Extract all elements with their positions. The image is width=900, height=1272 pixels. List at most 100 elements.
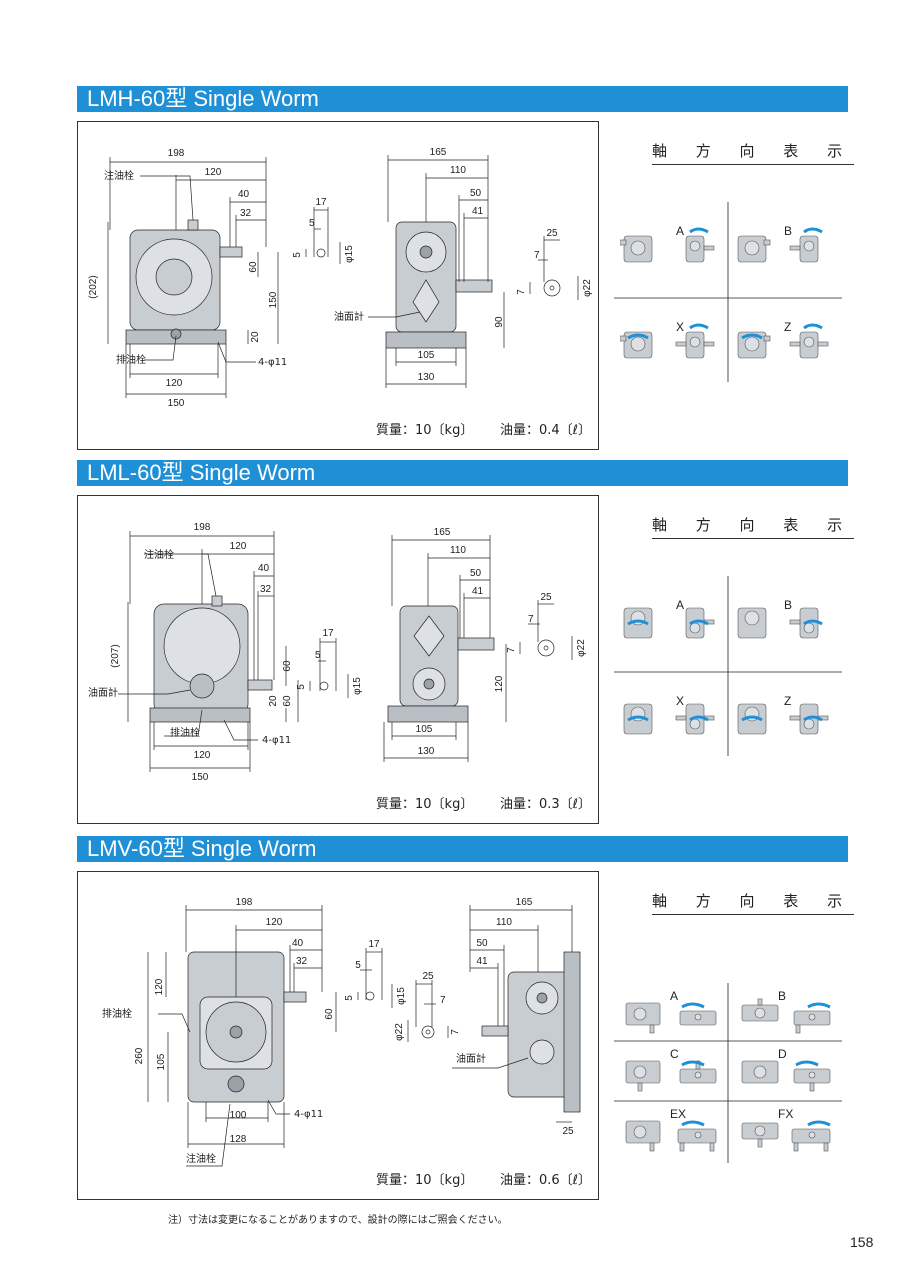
drawing-frame-lmv: 198 120 40 32 120 260 105 60 100 128 17 … xyxy=(77,871,599,1200)
dim-7a: 7 xyxy=(534,250,540,261)
axis-cell-a: A xyxy=(620,598,724,648)
page-number: 158 xyxy=(850,1234,874,1250)
label-drain-plug: 排油栓 xyxy=(170,726,200,739)
axis-cell-fx: FX xyxy=(734,1107,838,1153)
dim-120: 120 xyxy=(205,167,222,178)
axis-cell-z: Z xyxy=(734,694,838,744)
label-holes: 4-φ11 xyxy=(262,735,291,746)
dim-120v: 120 xyxy=(154,978,165,995)
dim-150h: 150 xyxy=(192,772,209,783)
axis-grid-lmh: A B X Z xyxy=(614,202,842,382)
dim-165: 165 xyxy=(430,147,447,158)
dim-5b: 5 xyxy=(296,684,307,690)
axis-cell-x: X xyxy=(620,694,724,744)
dim-165: 165 xyxy=(516,897,533,908)
dim-phi22: φ22 xyxy=(582,279,593,297)
section-title-lmv: LMV-60型 Single Worm xyxy=(77,836,848,862)
mass-label: 質量：10〔kg〕 xyxy=(376,423,474,438)
axis-b-icon xyxy=(741,998,831,1034)
dim-100: 100 xyxy=(230,1110,247,1121)
dim-25: 25 xyxy=(546,228,558,239)
dim-7b: 7 xyxy=(450,1029,461,1035)
dim-41: 41 xyxy=(472,206,484,217)
axis-a-icon xyxy=(625,1002,717,1034)
section-title-lmh: LMH-60型 Single Worm xyxy=(77,86,848,112)
axis-cell-a: A xyxy=(619,224,724,274)
dim-17: 17 xyxy=(322,628,334,639)
dim-5b: 5 xyxy=(292,252,303,258)
dim-32: 32 xyxy=(296,956,308,967)
dim-105v: 105 xyxy=(156,1053,167,1070)
drawing-lmv: 198 120 40 32 120 260 105 60 100 128 17 … xyxy=(102,897,581,1167)
axis-grid-lines-lmh xyxy=(614,202,842,382)
dim-120: 120 xyxy=(266,917,283,928)
dim-105: 105 xyxy=(416,724,433,735)
dim-7a: 7 xyxy=(528,614,534,625)
label-fill-plug: 注油栓 xyxy=(186,1152,216,1165)
label-oil-gauge: 油面計 xyxy=(334,310,364,323)
axis-cell-b: B xyxy=(734,989,838,1035)
dim-198: 198 xyxy=(194,522,211,533)
label-holes: 4-φ11 xyxy=(294,1109,323,1120)
axis-label-ex: EX xyxy=(670,1107,687,1121)
axis-label-fx: FX xyxy=(778,1107,794,1121)
axis-cell-ex: EX xyxy=(620,1107,724,1153)
dim-120b: 120 xyxy=(166,378,183,389)
drawing-frame-lml: 198 120 40 32 (207) 60 20 60 120 150 17 … xyxy=(77,495,599,824)
drawing-lmh: 198 120 40 32 (202) 60 150 20 120 150 17… xyxy=(88,147,593,409)
axis-grid-lines-lml xyxy=(614,576,842,756)
dim-202: (202) xyxy=(88,275,99,298)
dim-150v: 150 xyxy=(268,291,279,308)
dim-7b: 7 xyxy=(516,289,527,295)
dim-20: 20 xyxy=(268,695,279,707)
dim-60: 60 xyxy=(324,1008,335,1020)
oil-label: 油量：0.4〔ℓ〕 xyxy=(500,423,592,438)
dim-41: 41 xyxy=(472,586,484,597)
dim-5a: 5 xyxy=(355,960,361,971)
mass-label: 質量：10〔kg〕 xyxy=(376,1173,474,1188)
axis-fx-icon xyxy=(741,1120,831,1152)
dim-50: 50 xyxy=(470,568,482,579)
axis-grid-lines-lmv xyxy=(614,983,842,1163)
dim-25a: 25 xyxy=(422,971,434,982)
dim-130: 130 xyxy=(418,372,435,383)
dim-260: 260 xyxy=(134,1047,145,1064)
axis-x-icon xyxy=(623,703,715,735)
dim-110: 110 xyxy=(450,545,466,556)
axis-cell-a: A xyxy=(620,989,724,1035)
axis-cell-b: B xyxy=(734,224,838,274)
mass-label: 質量：10〔kg〕 xyxy=(376,797,474,812)
dim-120: 120 xyxy=(230,541,247,552)
label-fill-plug: 注油栓 xyxy=(104,169,134,182)
axis-cell-z: Z xyxy=(734,320,838,370)
axis-title-lmv: 軸 方 向 表 示 xyxy=(652,890,855,915)
label-holes: 4-φ11 xyxy=(258,357,287,368)
axis-label-b: B xyxy=(784,224,793,238)
dim-130: 130 xyxy=(418,746,435,757)
dim-32: 32 xyxy=(240,208,252,219)
dim-phi22: φ22 xyxy=(394,1023,405,1041)
axis-label-b: B xyxy=(778,989,787,1003)
dim-20: 20 xyxy=(250,331,261,343)
axis-c-icon xyxy=(625,1060,717,1092)
dim-7a: 7 xyxy=(440,995,446,1006)
axis-label-a: A xyxy=(676,224,685,238)
dim-120v: 120 xyxy=(494,675,505,692)
dim-phi22: φ22 xyxy=(576,639,587,657)
axis-label-a: A xyxy=(676,598,685,612)
axis-label-c: C xyxy=(670,1047,679,1061)
dim-50: 50 xyxy=(476,938,488,949)
axis-a-icon xyxy=(619,227,715,263)
dim-110: 110 xyxy=(496,917,512,928)
footnote: 注）寸法は変更になることがありますので、設計の際にはご照会ください。 xyxy=(168,1215,508,1226)
axis-ex-icon xyxy=(625,1120,717,1152)
dim-phi15: φ15 xyxy=(396,987,407,1005)
dim-32: 32 xyxy=(260,584,272,595)
oil-label: 油量：0.3〔ℓ〕 xyxy=(500,797,592,812)
axis-label-x: X xyxy=(676,694,685,708)
dim-60a: 60 xyxy=(282,660,293,672)
axis-label-z: Z xyxy=(784,694,792,708)
axis-a-icon xyxy=(623,607,715,639)
axis-cell-b: B xyxy=(734,598,838,648)
axis-cell-d: D xyxy=(734,1047,838,1093)
